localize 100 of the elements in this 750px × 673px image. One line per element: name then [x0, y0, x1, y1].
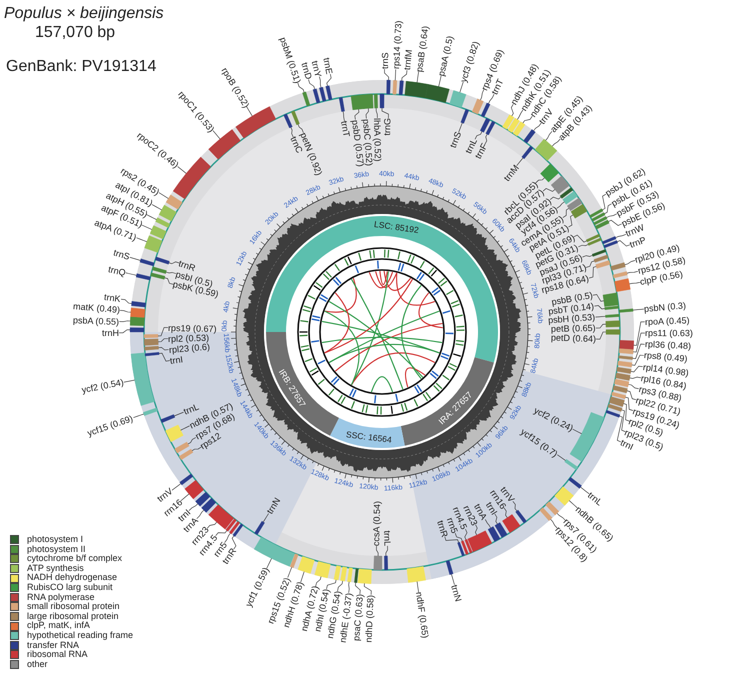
leader-line: [474, 131, 482, 140]
leader-line: [550, 196, 562, 200]
gene-block: [143, 408, 158, 416]
leader-line: [212, 130, 220, 140]
leader-line: [158, 352, 170, 362]
leader-line: [348, 582, 350, 594]
gene-block: [594, 254, 608, 263]
leader-line: [168, 261, 180, 264]
leader-line: [602, 194, 606, 210]
leader-line: [460, 82, 464, 93]
gene-block: [254, 536, 295, 567]
leader-line: [595, 316, 606, 318]
gene-block: [540, 164, 560, 182]
leader-line: [196, 510, 204, 519]
gene-label: ccsA (0.54): [371, 500, 383, 546]
gene-block: [608, 404, 622, 412]
gene-block: [602, 236, 616, 244]
leader-line: [152, 204, 162, 210]
leader-line: [632, 344, 646, 359]
gene-block: [618, 360, 632, 368]
leader-line: [376, 108, 378, 118]
leader-line: [556, 512, 566, 521]
leader-line: [354, 108, 360, 120]
gene-block: [180, 474, 194, 486]
leader-line: [616, 416, 623, 442]
gene-label: trnQ: [107, 264, 126, 278]
title: Populus × beijingensis: [4, 4, 164, 23]
gene-block: [550, 176, 570, 194]
leader-line: [118, 320, 131, 322]
gene-block: [130, 308, 146, 318]
gene-label: trnN: [450, 583, 464, 603]
gene-block: [464, 539, 472, 554]
gene-label: ycf3 (0.82): [458, 40, 482, 84]
leader-line: [366, 108, 369, 119]
leader-line: [504, 508, 508, 518]
leader-line: [464, 528, 468, 540]
leader-line: [458, 122, 463, 133]
gene-block: [472, 98, 484, 114]
leader-line: [628, 384, 640, 390]
leader-line: [588, 266, 596, 278]
legend-label: transfer RNA: [27, 640, 80, 650]
leader-line: [438, 75, 442, 87]
leader-line: [633, 322, 646, 346]
leader-line: [510, 104, 514, 116]
leader-line: [166, 272, 176, 274]
gene-block: [618, 348, 634, 354]
gene-block: [314, 561, 331, 578]
legend-label: NADH dehydrogenase: [27, 573, 118, 583]
leader-line: [624, 260, 636, 265]
leader-line: [616, 240, 630, 246]
gene-block: [612, 271, 628, 278]
gene-block: [291, 110, 300, 126]
gene-block: [150, 225, 166, 240]
gene-label: psaB (0.64): [414, 24, 430, 72]
gene-block: [144, 334, 158, 338]
leader-line: [573, 234, 587, 242]
gene-block: [236, 106, 276, 138]
gene-block: [593, 216, 608, 226]
leader-line: [326, 579, 336, 590]
leader-line: [146, 214, 157, 220]
gene-block: [610, 262, 626, 271]
gene-block: [284, 114, 292, 128]
leader-line: [177, 166, 186, 174]
legend-label: large ribosomal protein: [27, 612, 119, 622]
leader-line: [174, 412, 184, 416]
gene-block: [312, 88, 320, 104]
leader-line: [246, 106, 253, 116]
leader-line: [355, 582, 361, 594]
gene-block: [538, 142, 558, 161]
leader-line: [454, 532, 463, 542]
gene-block: [502, 514, 520, 533]
leader-line: [451, 574, 455, 586]
leader-line: [488, 94, 494, 104]
gene-block: [144, 352, 160, 356]
gene-block: [425, 84, 450, 103]
gene-block: [130, 352, 155, 406]
gene-label: trnP: [628, 234, 648, 250]
gene-block: [522, 146, 534, 160]
leader-line: [364, 583, 372, 596]
leader-line: [592, 294, 604, 302]
leader-line: [582, 255, 593, 258]
gene-block: [392, 80, 398, 95]
leader-line: [308, 79, 315, 90]
gene-block: [606, 410, 620, 418]
gene-block: [568, 477, 582, 489]
gene-label: rps8 (0.49): [644, 350, 688, 364]
gene-block: [165, 424, 184, 442]
leader-line: [290, 127, 294, 138]
gene-block: [334, 565, 341, 580]
leader-line: [401, 70, 408, 82]
gene-label: trnE: [322, 56, 335, 76]
gene-block: [602, 292, 619, 307]
gene-block: [591, 212, 606, 222]
leader-line: [562, 208, 570, 218]
leader-line: [180, 426, 190, 430]
leader-line: [164, 278, 174, 285]
gene-block: [567, 198, 582, 211]
gene-label: trnR: [178, 258, 198, 274]
gene-label: ycf15 (0.69): [86, 412, 134, 438]
leader-line: [484, 134, 488, 145]
